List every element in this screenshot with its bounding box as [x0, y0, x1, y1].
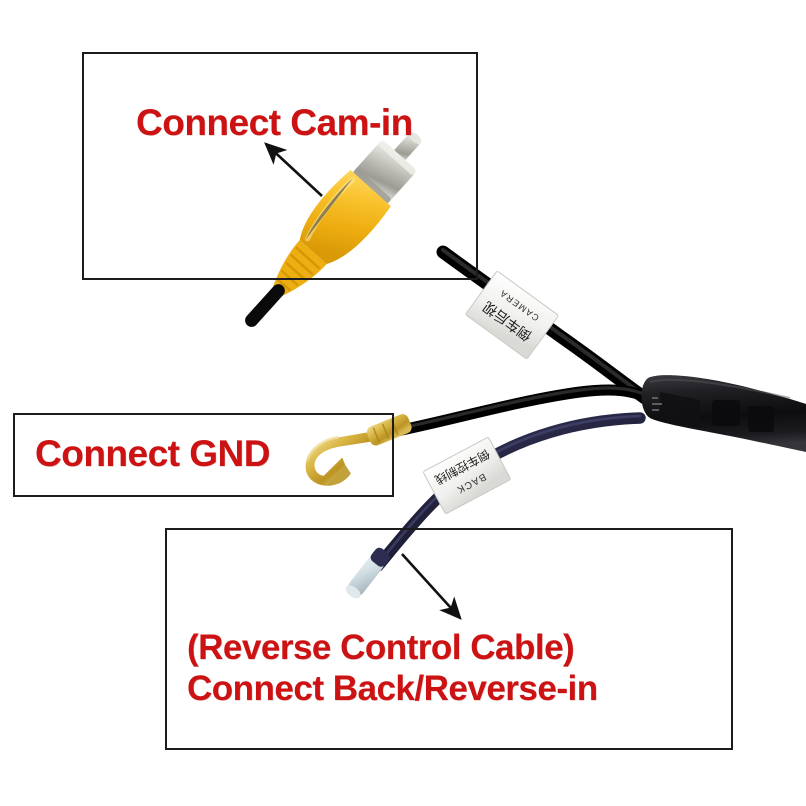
callout-box-reverse[interactable]: (Reverse Control Cable) Connect Back/Rev… [165, 528, 733, 750]
callout-box-cam-in[interactable]: Connect Cam-in [82, 52, 478, 280]
callout-box-gnd[interactable]: Connect GND [13, 413, 394, 497]
connector-housing [641, 375, 806, 452]
callout-reverse-text-group: (Reverse Control Cable) Connect Back/Rev… [187, 628, 731, 709]
rca-connector [245, 132, 422, 327]
reverse-wire-tip [345, 547, 390, 599]
camera-coax-cable [436, 245, 652, 405]
callout-label-gnd: Connect GND [35, 433, 271, 474]
callout-label-cam-in: Connect Cam-in [136, 102, 413, 143]
ground-spade-terminal [305, 414, 412, 486]
callout-label-reverse-line2: Connect Back/Reverse-in [187, 668, 598, 708]
ground-wire [386, 384, 654, 438]
arrow-down-right-to-reverse-wire [401, 553, 462, 620]
arrow-up-left-to-cam-in [264, 142, 323, 197]
callout-label-reverse-line1: (Reverse Control Cable) [187, 628, 575, 667]
cable-tag-camera: CAMERA 倒车后视 [465, 271, 559, 359]
